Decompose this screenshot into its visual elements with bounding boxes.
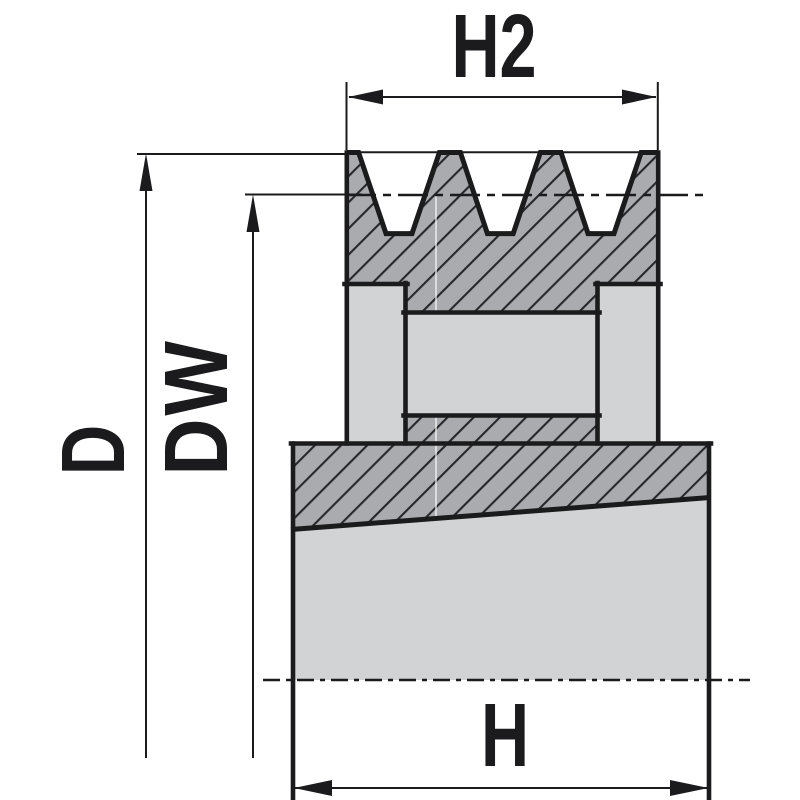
dimension-h2: H2 — [345, 0, 659, 150]
dimensions: H2 D DW H — [44, 0, 709, 796]
dimension-h: H — [294, 684, 709, 796]
groove-teeth-outline — [346, 150, 659, 237]
taper-bore-slant-edge — [290, 495, 711, 532]
dimension-d: D — [44, 153, 352, 758]
label-dw: DW — [145, 338, 246, 475]
h-arrowhead-left — [294, 780, 332, 796]
h2-arrowhead-left — [348, 89, 383, 105]
h2-arrowhead-right — [622, 89, 657, 105]
pulley-body-sections — [293, 152, 709, 680]
d-arrowhead — [139, 153, 153, 191]
bush-window-face — [405, 312, 598, 416]
h-arrowhead-right — [670, 780, 709, 796]
dw-arrowhead — [246, 194, 260, 232]
taper-bush-face — [293, 497, 709, 680]
right-flange-face — [597, 284, 659, 444]
label-h2: H2 — [451, 0, 536, 96]
dimension-dw: DW — [145, 193, 362, 758]
label-d: D — [44, 425, 144, 476]
pulley-outlines — [288, 150, 714, 800]
rim-section-hatched — [346, 152, 659, 313]
left-flange-face — [346, 284, 406, 444]
label-h: H — [481, 684, 529, 785]
centerlines — [263, 193, 750, 682]
